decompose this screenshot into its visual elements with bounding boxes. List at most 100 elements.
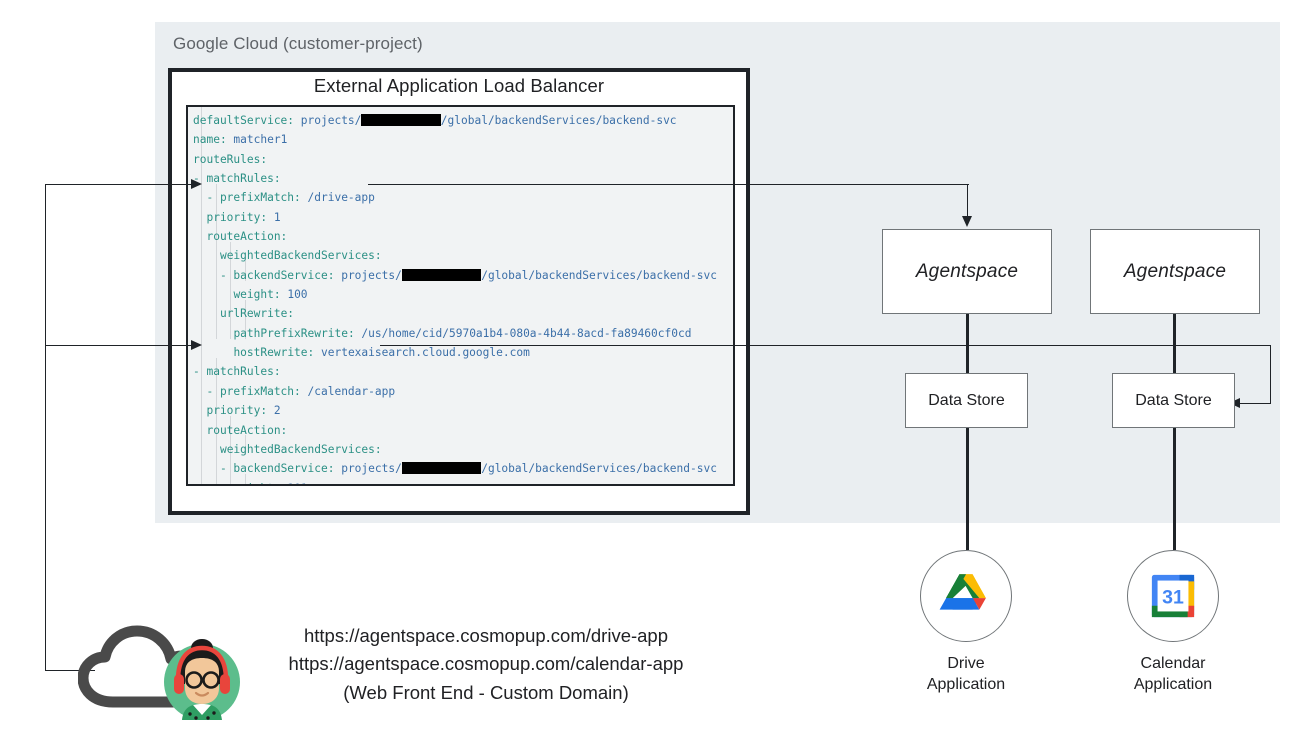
- yaml-line: urlRewrite:: [193, 304, 733, 323]
- yaml-value: /drive-app: [307, 191, 375, 205]
- yaml-line: hostRewrite: vertexaisearch.cloud.google…: [193, 343, 733, 362]
- yaml-value: vertexaisearch.cloud.google.com: [321, 346, 530, 360]
- calendar-day-number: 31: [1162, 586, 1184, 608]
- yaml-line: routeAction:: [193, 227, 733, 246]
- yaml-value: projects/: [341, 268, 402, 282]
- yaml-key: - prefixMatch:: [206, 384, 308, 398]
- indent-guide: [215, 358, 217, 484]
- yaml-key: routeRules:: [193, 152, 268, 166]
- yaml-line: - prefixMatch: /calendar-app: [193, 382, 733, 401]
- data-store-node-2[interactable]: Data Store: [1112, 373, 1235, 428]
- calendar-application-label-line1: Calendar: [1140, 655, 1206, 672]
- indent-guide: [230, 242, 231, 339]
- yaml-lines: defaultService: projects/ /global/backend…: [193, 111, 733, 484]
- indent-guide: [244, 474, 246, 484]
- yaml-line: priority: 2: [193, 401, 733, 420]
- yaml-key: routeAction:: [206, 423, 288, 437]
- connector-calendar-rule-to-datastore-horizontal: [380, 345, 1271, 346]
- indent-guide: [201, 107, 202, 484]
- front-end-urls: https://agentspace.cosmopup.com/drive-ap…: [196, 622, 776, 708]
- yaml-line: - backendService: projects/ /global/backe…: [193, 459, 733, 478]
- drive-application-label: Drive Application: [907, 653, 1025, 695]
- connector-calendar-rule-to-datastore-vertical: [1270, 345, 1271, 403]
- agentspace-node-2-label: Agentspace: [1123, 260, 1227, 282]
- redacted-project-id: [401, 268, 482, 281]
- yaml-key: weight:: [233, 288, 288, 302]
- google-drive-icon: [939, 574, 986, 610]
- connector-agentspace2-to-datastore2: [1173, 312, 1176, 376]
- yaml-line: defaultService: projects/ /global/backend…: [193, 111, 733, 130]
- web-front-end-user-group: [77, 618, 258, 722]
- yaml-key: defaultService:: [193, 114, 301, 127]
- connector-calendar-rule-to-datastore-inbound: [1240, 403, 1271, 404]
- yaml-line: - prefixMatch: /drive-app: [193, 188, 733, 207]
- calendar-application-label: Calendar Application: [1114, 653, 1232, 695]
- agentspace-node-2[interactable]: Agentspace: [1090, 229, 1260, 314]
- connector-drive-rule-to-agentspace-horizontal: [368, 184, 969, 185]
- yaml-key: weight:: [233, 482, 287, 484]
- front-end-caption: (Web Front End - Custom Domain): [343, 682, 629, 703]
- yaml-key: - prefixMatch:: [206, 191, 308, 205]
- yaml-value: 1: [273, 210, 281, 224]
- yaml-value: /global/backendServices/backend-svc: [440, 114, 677, 127]
- connector-agentspace1-to-datastore1: [966, 312, 969, 376]
- url-map-yaml-code-block: defaultService: projects/ /global/backend…: [186, 105, 735, 486]
- url-calendar-app: https://agentspace.cosmopup.com/calendar…: [288, 653, 684, 674]
- connector-user-to-calendar-rule-vertical: [45, 345, 46, 671]
- yaml-key: routeAction:: [206, 230, 288, 244]
- yaml-value: 100: [287, 288, 308, 302]
- connector-user-to-drive-rule-horizontal: [45, 184, 196, 185]
- yaml-key: priority:: [206, 210, 274, 224]
- yaml-value: /global/backendServices/backend-svc: [481, 462, 717, 476]
- indent-guide: [244, 261, 246, 281]
- connector-user-to-calendar-rule-horizontal: [45, 345, 196, 346]
- data-store-node-1[interactable]: Data Store: [905, 373, 1028, 428]
- indent-guide: [215, 184, 217, 339]
- data-store-node-1-label: Data Store: [928, 391, 1005, 409]
- drive-application-circle: [920, 550, 1012, 642]
- yaml-line: name: matcher1: [193, 130, 733, 149]
- redacted-project-id: [401, 462, 482, 475]
- indent-guide: [244, 435, 246, 455]
- indent-guide: [230, 416, 231, 484]
- arrow-into-calendar-rule: [191, 340, 202, 350]
- yaml-key: pathPrefixRewrite:: [233, 326, 362, 340]
- yaml-key: - backendService:: [219, 462, 342, 476]
- agentspace-node-1[interactable]: Agentspace: [882, 229, 1052, 314]
- data-store-node-2-label: Data Store: [1135, 391, 1212, 409]
- drive-application-label-line2: Application: [926, 676, 1006, 693]
- calendar-application-node[interactable]: 31 Calendar Application: [1114, 550, 1232, 695]
- yaml-key: name:: [193, 133, 234, 147]
- yaml-key: - matchRules:: [193, 172, 281, 186]
- redacted-project-id: [361, 114, 441, 126]
- connector-datastore2-to-calendar-app: [1173, 426, 1176, 550]
- yaml-line: - matchRules:: [193, 169, 733, 188]
- yaml-key: hostRewrite:: [233, 346, 321, 360]
- yaml-key: weightedBackendServices:: [219, 442, 382, 456]
- user-avatar: [164, 639, 240, 720]
- calendar-application-label-line2: Application: [1133, 676, 1213, 693]
- connector-user-bottom-horizontal: [45, 670, 95, 671]
- yaml-key: weightedBackendServices:: [219, 249, 382, 263]
- yaml-line: weightedBackendServices:: [193, 246, 733, 265]
- google-calendar-icon: 31: [1151, 574, 1195, 618]
- agentspace-node-1-label: Agentspace: [915, 260, 1019, 282]
- yaml-value: projects/: [300, 114, 362, 127]
- yaml-line: pathPrefixRewrite: /us/home/cid/5970a1b4…: [193, 324, 733, 343]
- yaml-line: weight: 100: [193, 285, 733, 304]
- yaml-line: - backendService: projects//global/backe…: [193, 266, 733, 285]
- load-balancer-title: External Application Load Balancer: [313, 75, 605, 96]
- yaml-value: matcher1: [233, 133, 288, 147]
- yaml-line: routeRules:: [193, 150, 733, 169]
- yaml-value: projects/: [341, 462, 402, 476]
- yaml-key: priority:: [206, 404, 274, 418]
- yaml-value: 2: [273, 404, 281, 418]
- drive-application-label-line1: Drive: [947, 655, 985, 672]
- drive-application-node[interactable]: Drive Application: [907, 550, 1025, 695]
- cloud-and-user-illustration: [77, 625, 240, 720]
- google-cloud-panel-label: Google Cloud (customer-project): [173, 34, 423, 53]
- arrow-into-agentspace-1: [962, 216, 972, 227]
- yaml-line: routeAction:: [193, 421, 733, 440]
- connector-drive-rule-to-agentspace-vertical: [967, 184, 968, 219]
